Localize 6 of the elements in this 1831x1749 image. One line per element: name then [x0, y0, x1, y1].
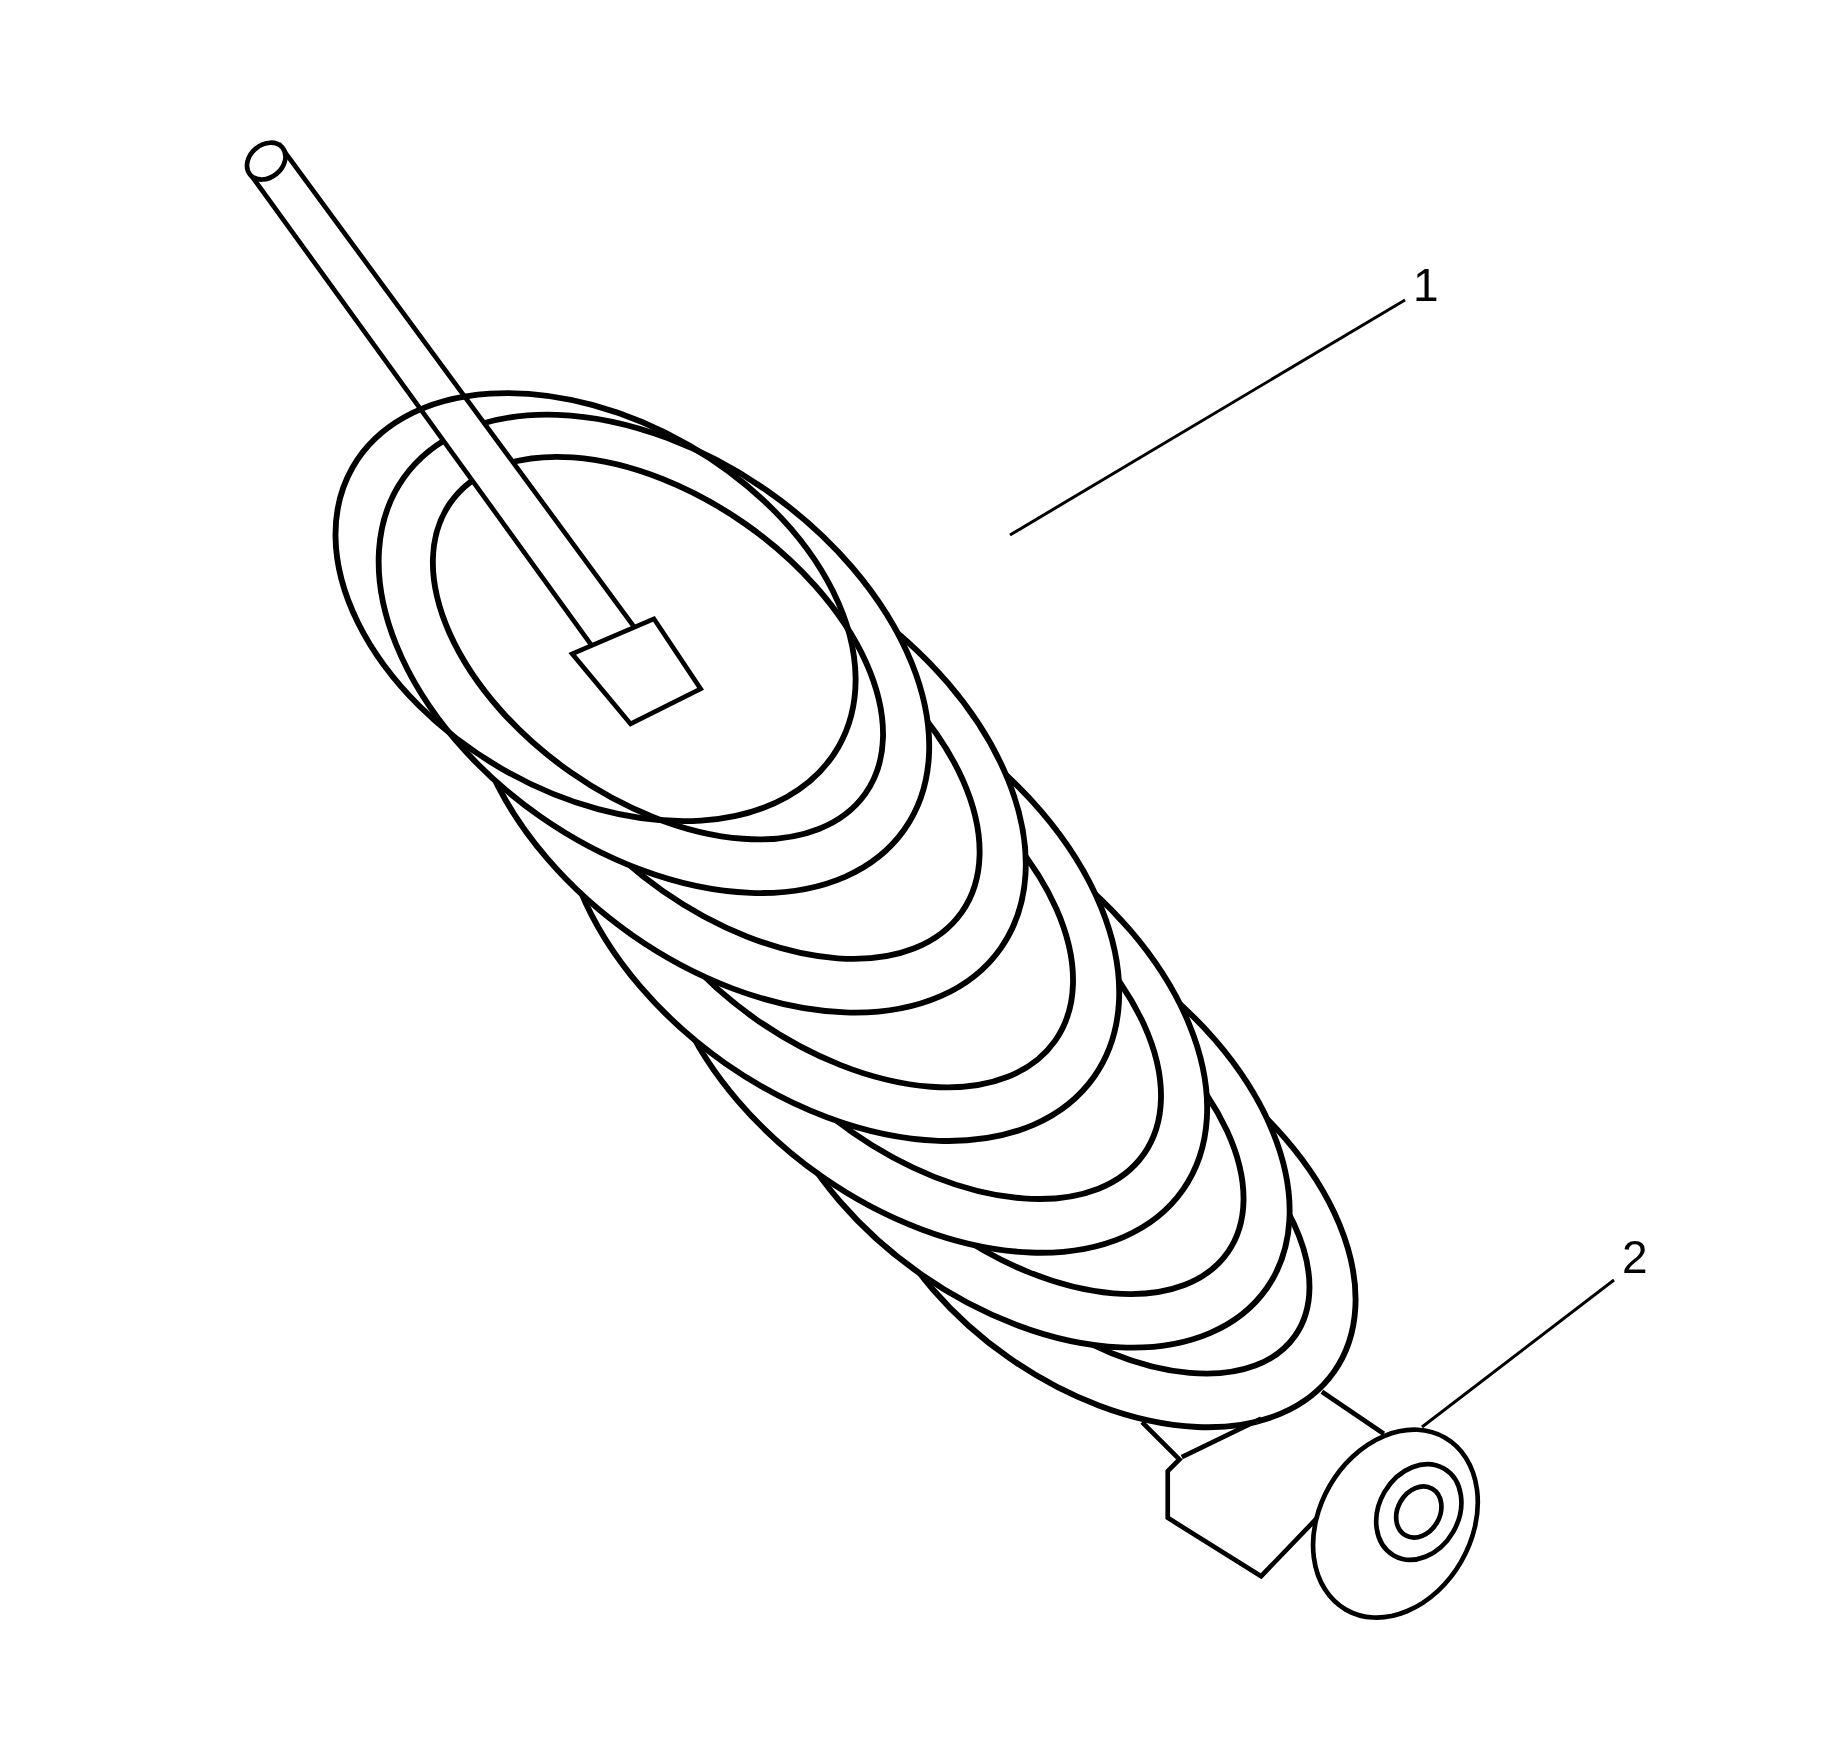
shock-absorber-drawing	[1140, 1389, 1481, 1620]
leader-line	[1421, 1278, 1615, 1429]
callout-number: 2	[1622, 1234, 1648, 1280]
coil-spring-drawing	[244, 140, 1359, 1430]
callout-number: 1	[1413, 262, 1439, 308]
leader-line	[1009, 298, 1406, 537]
